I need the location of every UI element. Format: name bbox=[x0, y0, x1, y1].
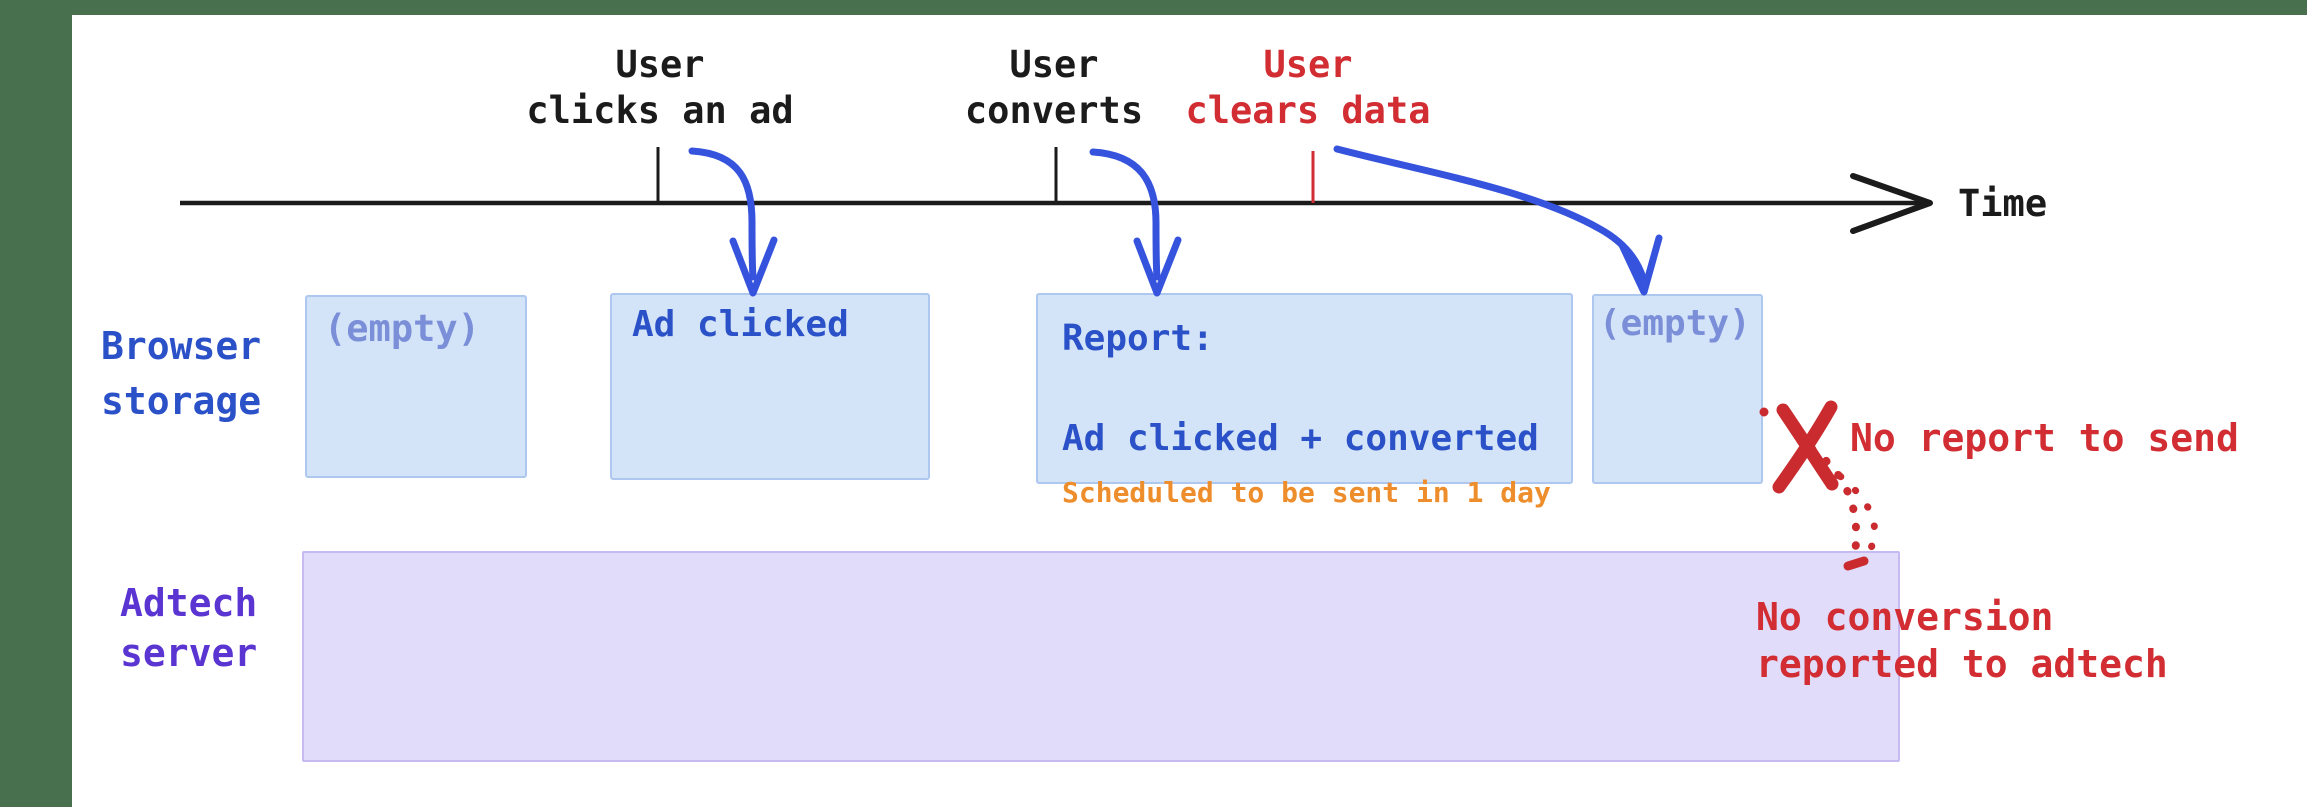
storage-box-empty-before-click-label: (empty) bbox=[324, 307, 480, 350]
window-frame-top bbox=[0, 0, 2307, 15]
no-report-to-send-note: No report to send bbox=[1850, 416, 2239, 460]
report-title-text: Report: bbox=[1062, 318, 1214, 359]
storage-box-report-title: Report: Ad clicked + converted bbox=[1062, 314, 1571, 464]
storage-box-empty-before-click: (empty) bbox=[305, 295, 527, 478]
dotted-drop-trail-icon bbox=[1808, 445, 1879, 571]
adtech-server-row-label: Adtech server bbox=[120, 581, 258, 675]
storage-box-empty-after-clear: (empty) bbox=[1592, 294, 1763, 484]
timeline-axis bbox=[180, 173, 1933, 234]
browser-storage-row-label: Browser storage bbox=[101, 324, 262, 423]
timeline-arrowhead-icon bbox=[1850, 173, 1933, 234]
red-x-icon bbox=[1759, 400, 1839, 494]
arrow-click-to-storage-icon bbox=[688, 147, 778, 297]
storage-box-ad-clicked-label: Ad clicked bbox=[632, 304, 849, 345]
time-axis-label: Time bbox=[1958, 182, 2048, 225]
adtech-server-box bbox=[302, 551, 1900, 762]
arrow-clear-to-storage-icon bbox=[1333, 145, 1663, 296]
storage-box-empty-after-clear-label: (empty) bbox=[1599, 303, 1751, 344]
event-label-user-clears-data: User clears data bbox=[1185, 43, 1431, 132]
storage-box-report-note: Scheduled to be sent in 1 day bbox=[1062, 476, 1551, 509]
arrow-convert-to-storage-icon bbox=[1089, 148, 1182, 297]
window-frame-left bbox=[0, 0, 72, 807]
no-conversion-note: No conversion reported to adtech bbox=[1756, 595, 2168, 686]
storage-box-ad-clicked: Ad clicked bbox=[610, 293, 930, 480]
storage-box-report: Report: Ad clicked + converted Scheduled… bbox=[1036, 293, 1573, 509]
report-line2-text: Ad clicked + converted bbox=[1062, 418, 1539, 459]
event-label-user-converts: User converts bbox=[964, 43, 1144, 132]
event-label-user-clicks-ad: User clicks an ad bbox=[526, 43, 794, 132]
